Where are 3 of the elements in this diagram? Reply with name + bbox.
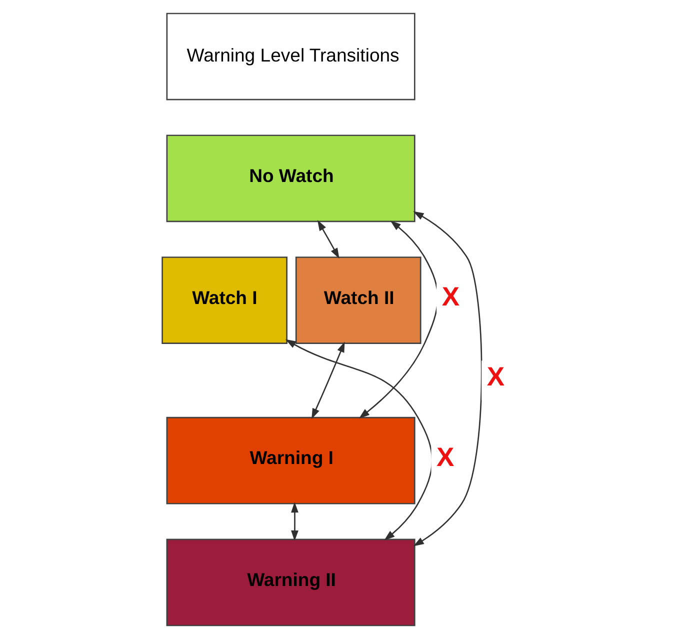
edge-label: X — [486, 362, 505, 392]
edge-label: X — [442, 282, 460, 312]
edge-label: X — [436, 442, 454, 472]
